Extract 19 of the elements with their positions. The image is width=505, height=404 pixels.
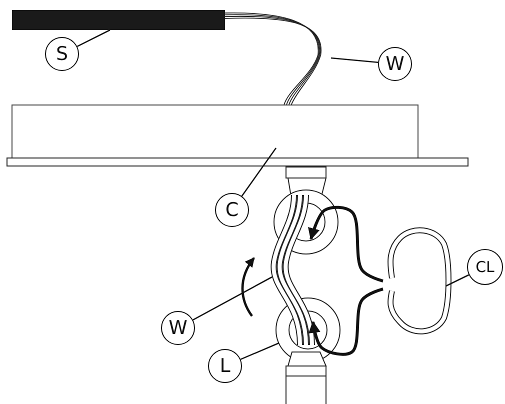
leader-line [240, 342, 280, 360]
sensor-strip [12, 10, 225, 30]
leader-line [330, 57, 378, 64]
canopy-drawing [6, 104, 468, 166]
arrow [308, 206, 384, 282]
callout-letter: W [378, 47, 412, 81]
callout-letter: S [45, 37, 79, 71]
wire-bundle [224, 12, 322, 106]
callout-letter: CL [467, 249, 503, 285]
leader-line [241, 148, 277, 197]
leader-line [76, 29, 110, 47]
chain-link [388, 227, 452, 334]
leader-line [446, 274, 470, 287]
leader-line [192, 276, 272, 320]
callout-letter: C [215, 193, 249, 227]
callout-letter: W [161, 311, 195, 345]
wire-bundle [270, 194, 315, 346]
callout-letter: L [208, 349, 242, 383]
arrow [308, 288, 384, 356]
